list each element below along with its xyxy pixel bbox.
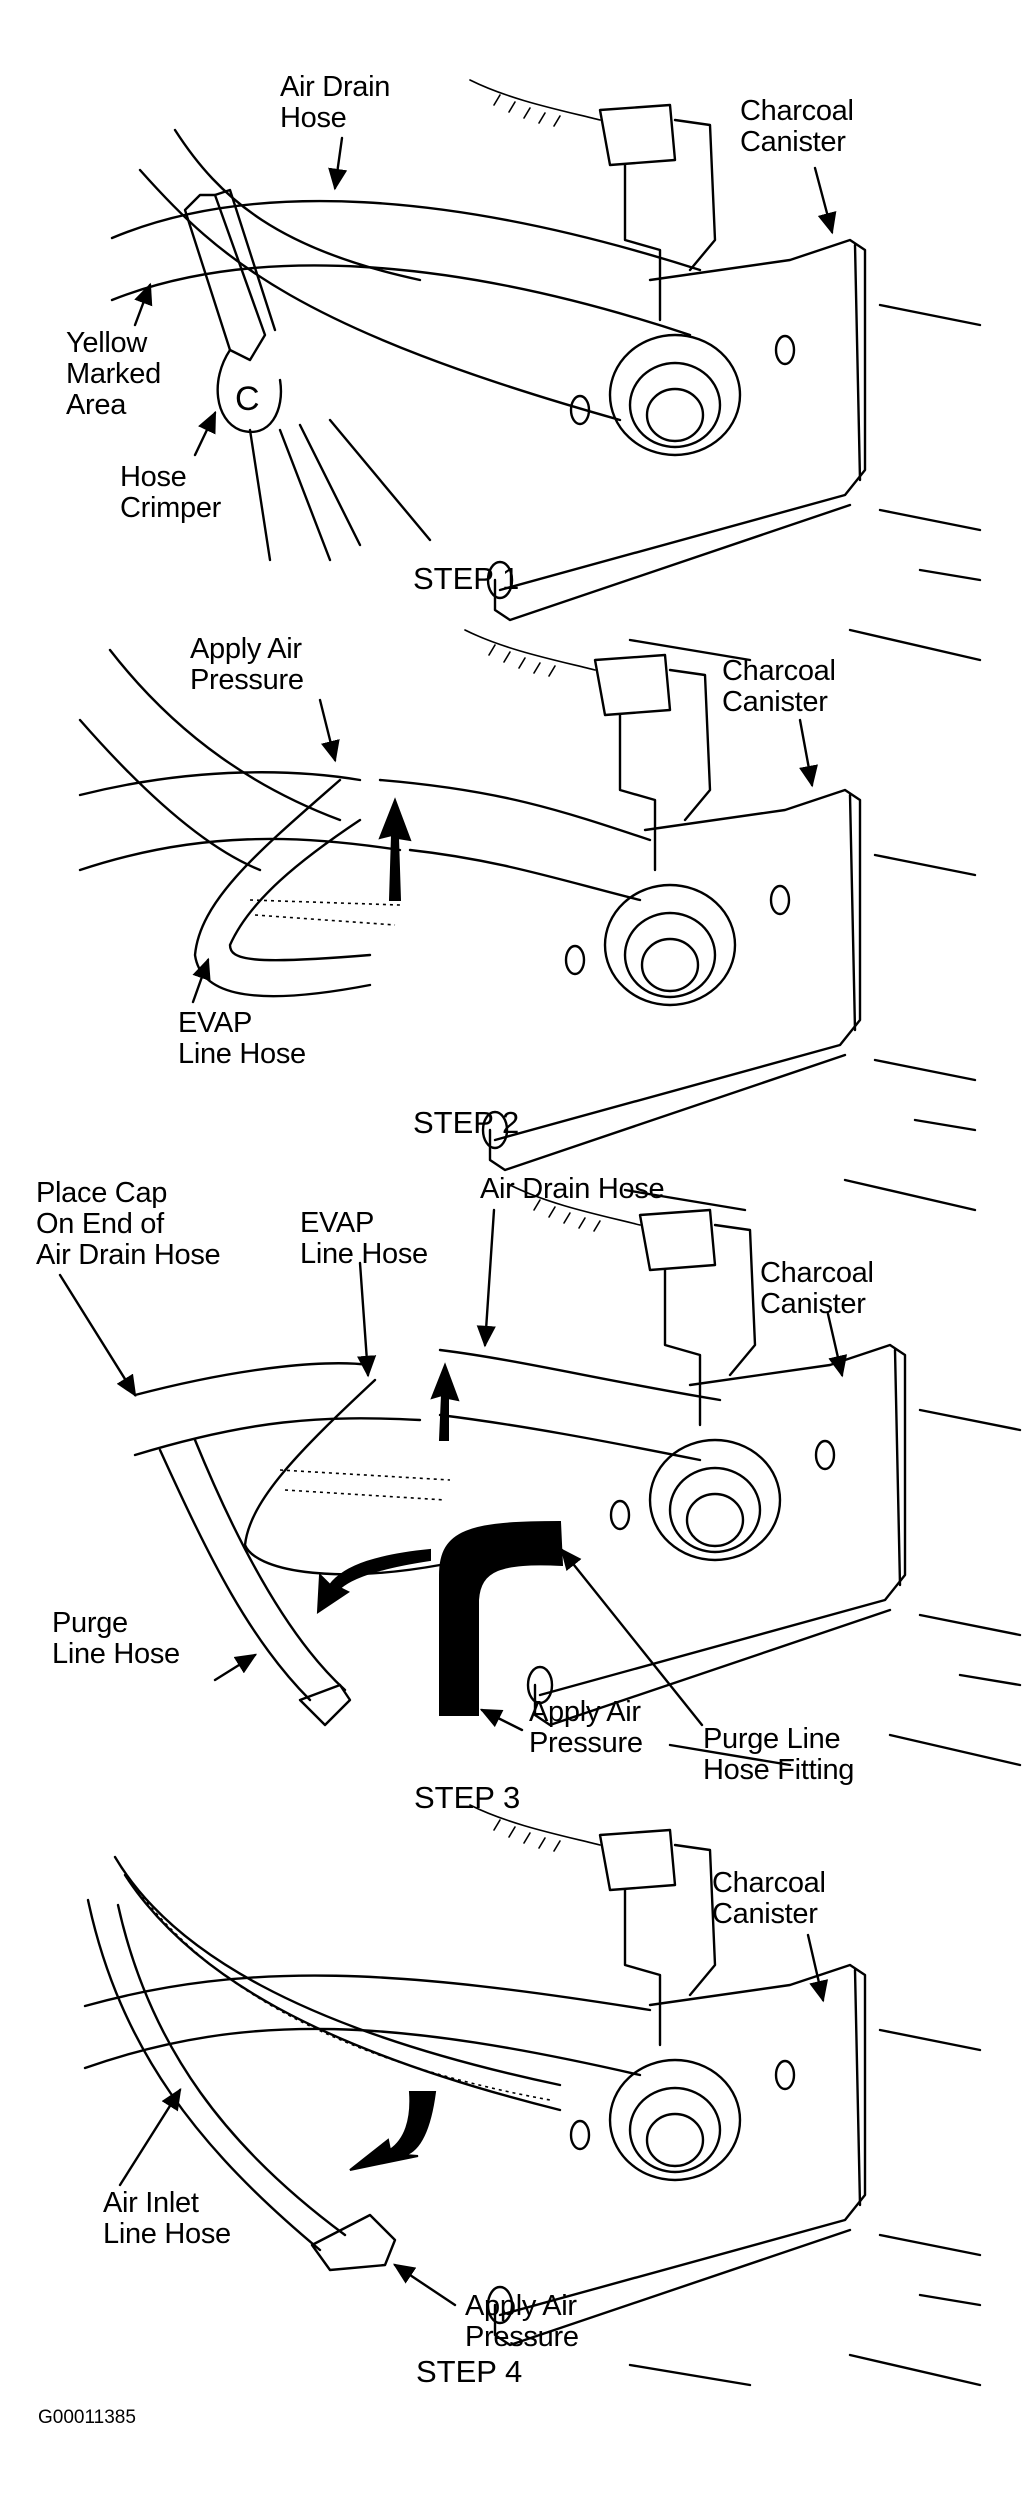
label-charcoal-canister: Charcoal Canister	[712, 1867, 826, 1930]
step-4-art	[83, 1803, 982, 2387]
label-hose-crimper: Hose Crimper	[120, 461, 222, 524]
label-purge-line-hose: Purge Line Hose	[52, 1607, 180, 1670]
label-charcoal-canister: Charcoal Canister	[760, 1257, 874, 1320]
step-3-title: STEP 3	[414, 1780, 521, 1815]
label-apply-air-pressure: Apply Air Pressure	[465, 2290, 579, 2353]
figure-code: G00011385	[38, 2407, 136, 2428]
label-air-drain-hose: Air Drain Hose	[280, 71, 391, 134]
label-apply-air-pressure: Apply Air Pressure	[529, 1696, 643, 1759]
label-yellow-marked-area: Yellow Marked Area	[66, 327, 161, 421]
step-1-art: C	[110, 78, 982, 662]
label-charcoal-canister: Charcoal Canister	[722, 655, 836, 718]
step-4-title: STEP 4	[416, 2354, 523, 2389]
label-air-drain-hose: Air Drain Hose	[480, 1173, 665, 1205]
step-3-art	[58, 1183, 1022, 1767]
svg-text:C: C	[235, 380, 260, 418]
label-air-inlet-line-hose: Air Inlet Line Hose	[103, 2187, 231, 2250]
label-evap-line-hose: EVAP Line Hose	[178, 1007, 306, 1070]
label-apply-air-pressure: Apply Air Pressure	[190, 633, 304, 696]
label-purge-line-hose-fitting: Purge Line Hose Fitting	[703, 1723, 855, 1786]
label-place-cap: Place Cap On End of Air Drain Hose	[36, 1177, 221, 1271]
step-2-art	[78, 628, 977, 1212]
step-2-title: STEP 2	[413, 1105, 520, 1140]
label-evap-line-hose: EVAP Line Hose	[300, 1207, 428, 1270]
step-1-title: STEP 1	[413, 561, 520, 596]
label-charcoal-canister: Charcoal Canister	[740, 95, 854, 158]
